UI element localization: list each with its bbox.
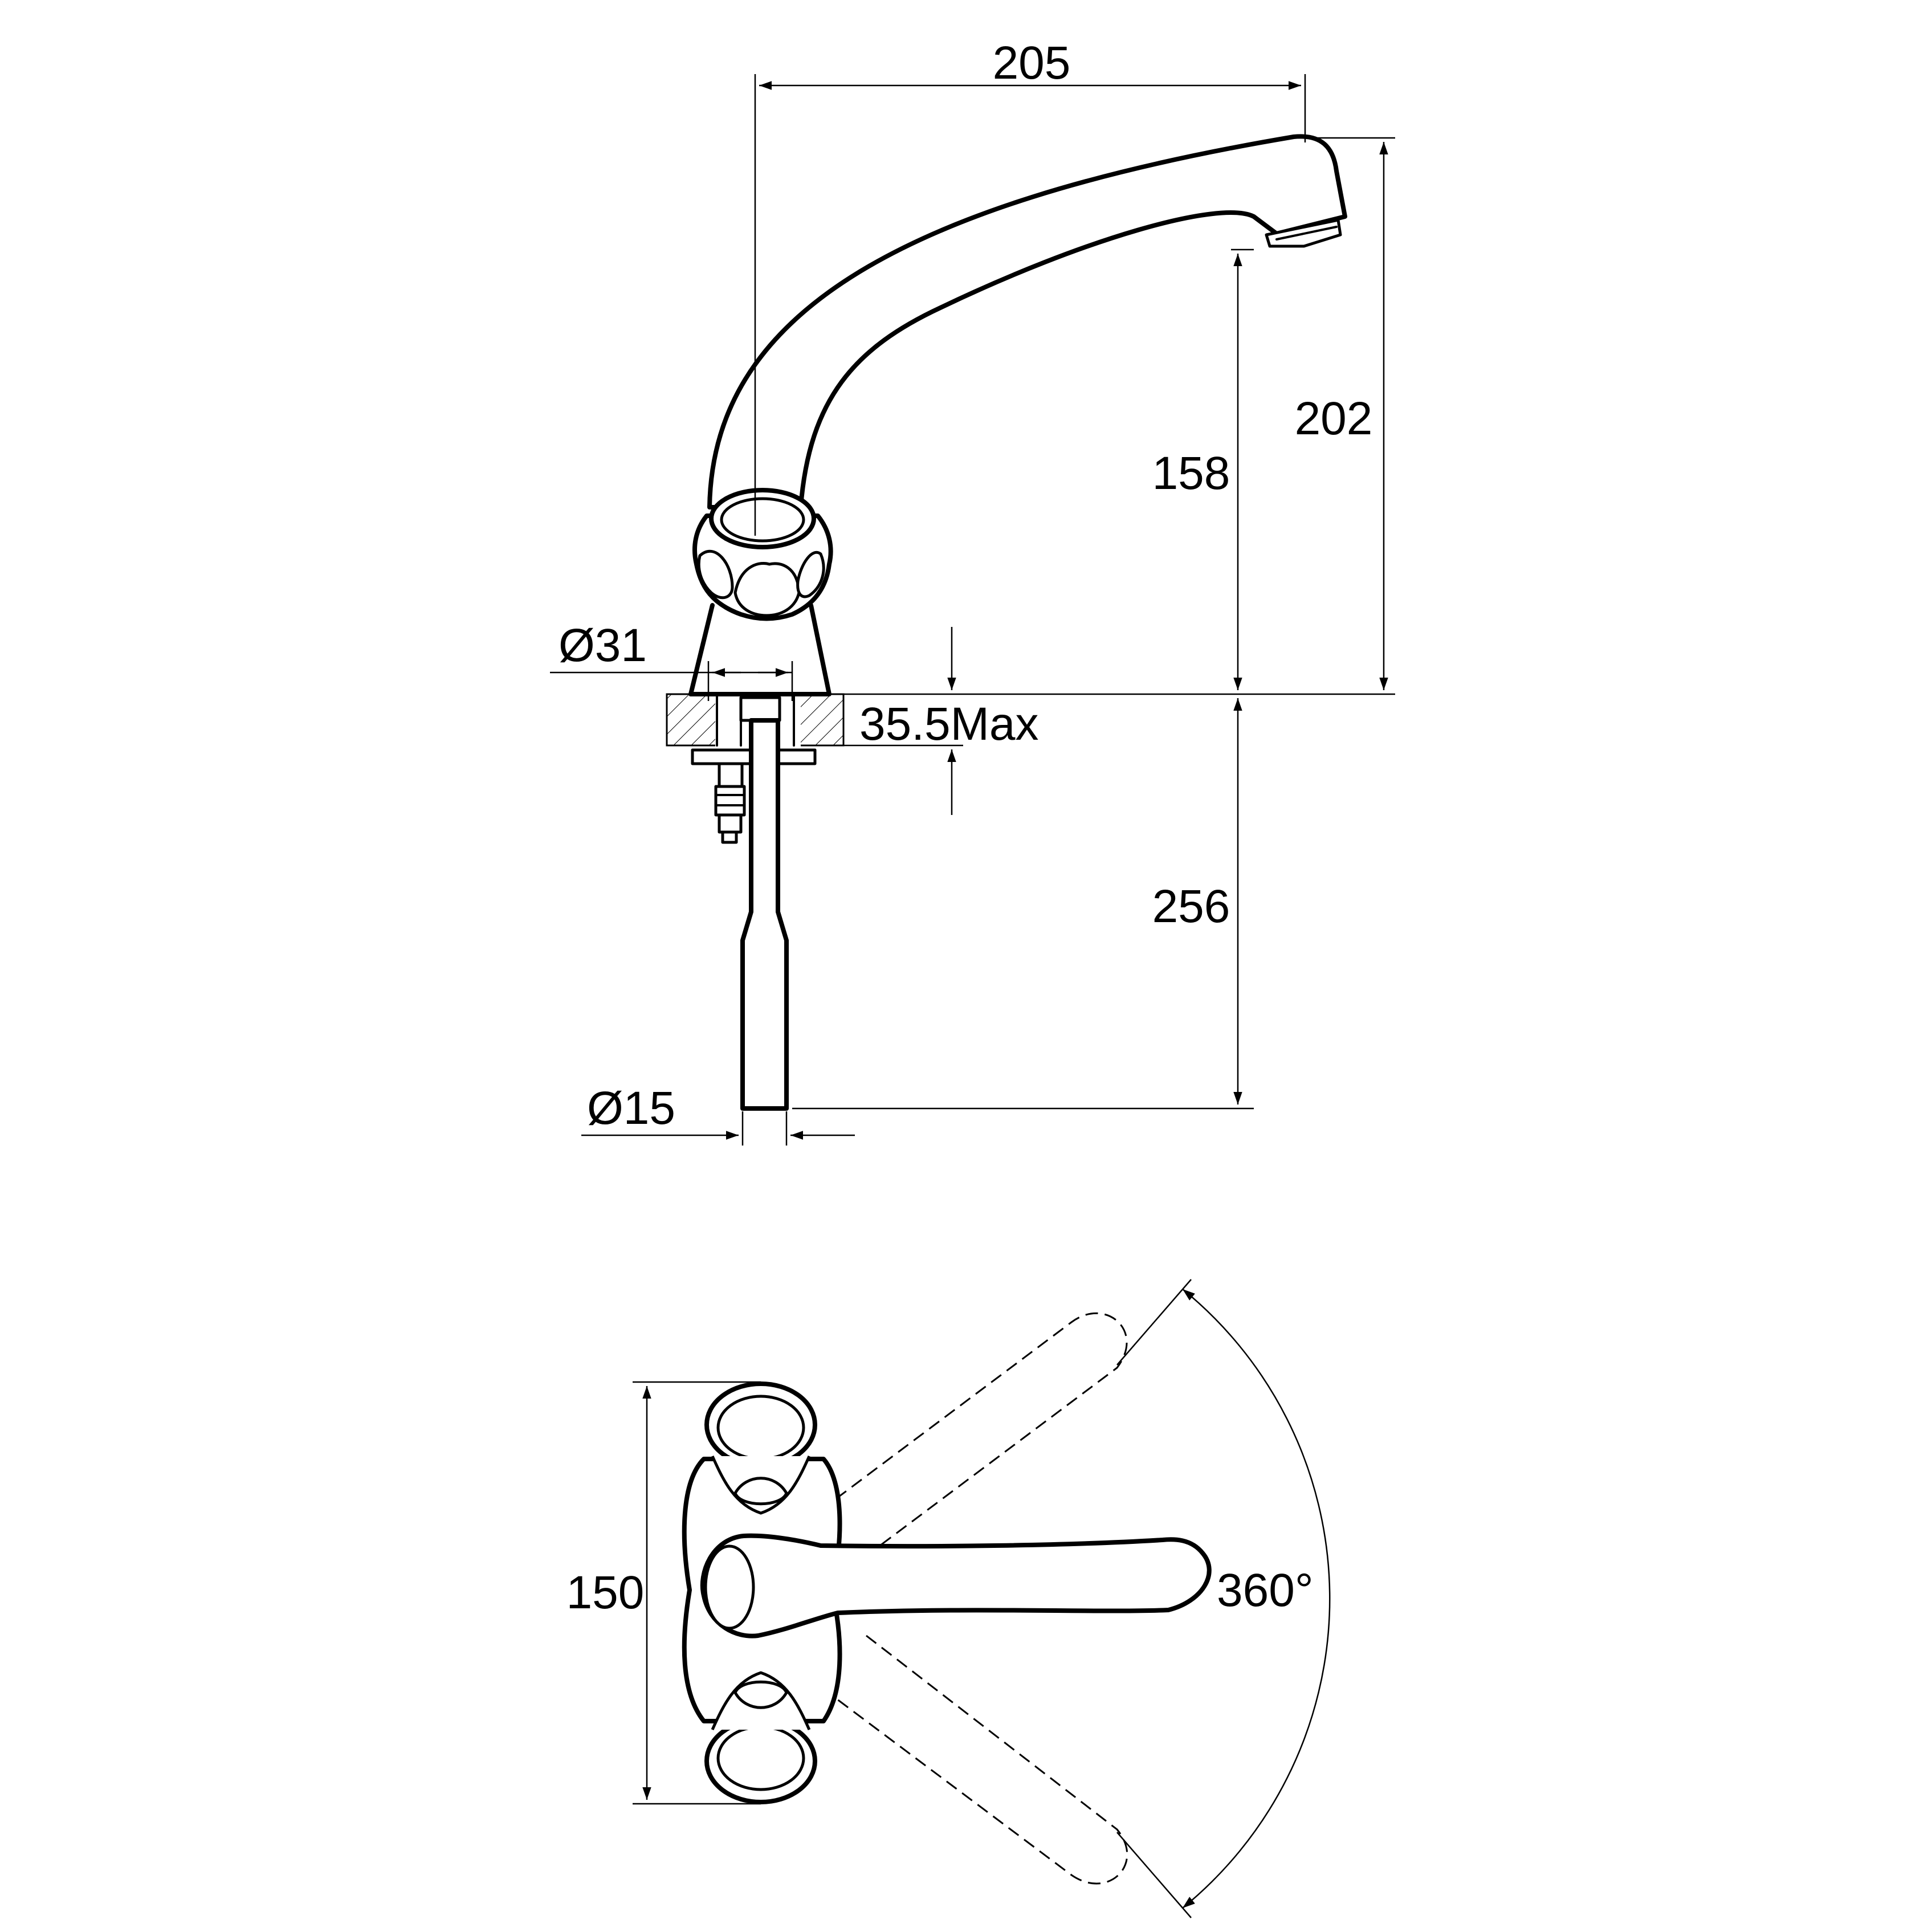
dim-base-diameter: Ø31 (559, 619, 647, 671)
spout-top[interactable] (700, 1533, 1212, 1638)
dim-deck-thickness: 35.5Max (859, 698, 1039, 750)
spout-ghost-lower (820, 1635, 1128, 1885)
dim-spout-reach: 205 (993, 37, 1071, 89)
supply-tail (740, 718, 789, 1111)
dim-swivel-angle: 360° (1217, 1564, 1314, 1616)
dimensions-top: 150 360° (566, 1279, 1331, 1918)
dim-tail-diameter: Ø15 (587, 1082, 675, 1134)
dim-total-height: 202 (1295, 393, 1373, 445)
dim-tail-length: 256 (1152, 881, 1230, 932)
dim-outlet-height: 158 (1152, 447, 1230, 499)
top-view (682, 1312, 1212, 1885)
spout-ghost-upper (820, 1312, 1128, 1557)
dimensions-side: 205 202 158 Ø31 35.5Max 256 Ø15 (550, 37, 1395, 1146)
side-view (666, 74, 1347, 1111)
dim-body-width: 150 (566, 1567, 645, 1619)
spout (707, 134, 1347, 510)
